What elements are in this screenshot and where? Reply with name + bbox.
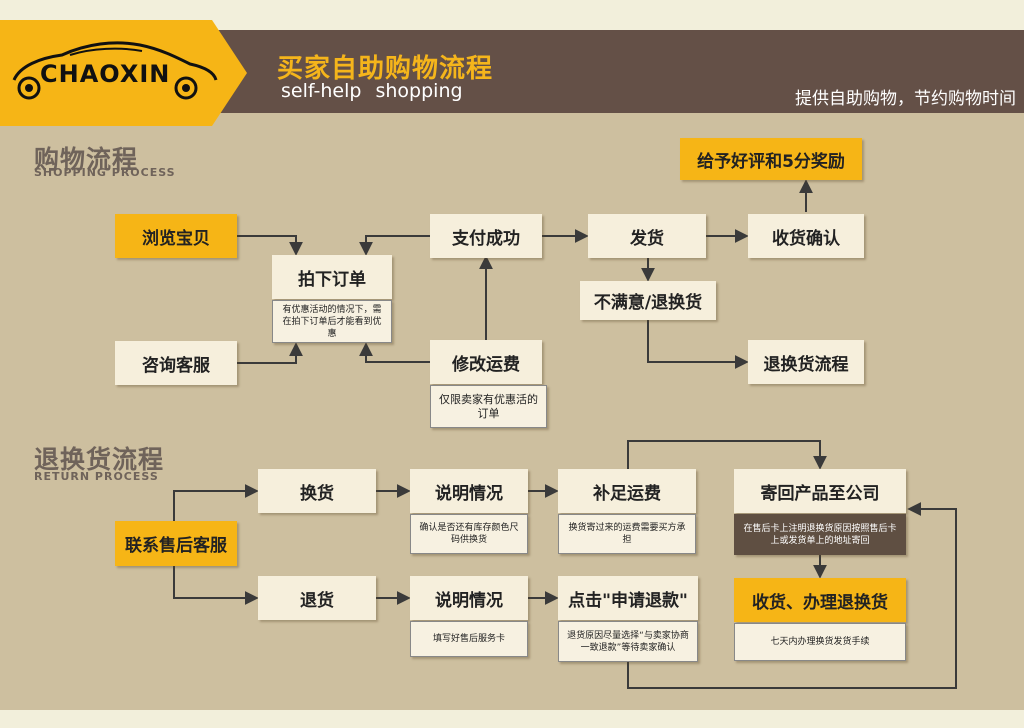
- pay-step: 支付成功: [430, 214, 542, 258]
- exchange-step: 换货: [258, 469, 376, 513]
- return-section-title: 退换货流程: [34, 445, 165, 474]
- car-logo-icon: [0, 20, 247, 126]
- review-step: 给予好评和5分奖励: [680, 138, 862, 180]
- shopping-section-subtitle: SHOPPING PROCESS: [34, 166, 176, 179]
- page-subtitle: self-help shopping: [281, 80, 463, 102]
- page-title: 买家自助购物流程: [277, 54, 494, 84]
- explain-refund-note: 填写好售后服务卡: [410, 621, 528, 657]
- handle-return-step: 收货、办理退换货: [734, 578, 906, 622]
- modify-fee-step: 修改运费: [430, 340, 542, 384]
- explain-exchange-note: 确认是否还有库存颜色尺码供换货: [410, 514, 528, 554]
- explain-step-exchange: 说明情况: [410, 469, 528, 513]
- explain-step-refund: 说明情况: [410, 576, 528, 620]
- logo: CHAOXIN: [0, 20, 247, 126]
- browse-step: 浏览宝贝: [115, 214, 237, 258]
- modify-fee-note: 仅限卖家有优惠活的订单: [430, 385, 547, 428]
- refund-step: 退货: [258, 576, 376, 620]
- slogan: 提供自助购物，节约购物时间: [795, 89, 1016, 109]
- shipping-fee-step: 补足运费: [558, 469, 696, 513]
- consult-step: 咨询客服: [115, 341, 237, 385]
- apply-refund-step: 点击"申请退款": [558, 576, 698, 620]
- return-flow-step: 退换货流程: [748, 340, 864, 384]
- send-back-step: 寄回产品至公司: [734, 469, 906, 513]
- order-note: 有优惠活动的情况下，需在拍下订单后才能看到优惠: [272, 300, 392, 343]
- unsatisfied-step: 不满意/退换货: [580, 281, 716, 320]
- receive-step: 收货确认: [748, 214, 864, 258]
- ship-step: 发货: [588, 214, 706, 258]
- apply-refund-note: 退货原因尽量选择“与卖家协商一致退款”等待卖家确认: [558, 621, 698, 662]
- order-step: 拍下订单: [272, 255, 392, 299]
- shipping-fee-note: 换货寄过来的运费需要买方承担: [558, 514, 696, 554]
- return-section-subtitle: RETURN PROCESS: [34, 470, 159, 483]
- contact-service-step: 联系售后客服: [115, 521, 237, 566]
- handle-return-note: 七天内办理换货发货手续: [734, 623, 906, 661]
- brand-name: CHAOXIN: [40, 60, 171, 88]
- send-back-note: 在售后卡上注明退换货原因按照售后卡上或发货单上的地址寄回: [734, 514, 906, 555]
- shopping-section-title: 购物流程: [34, 145, 139, 174]
